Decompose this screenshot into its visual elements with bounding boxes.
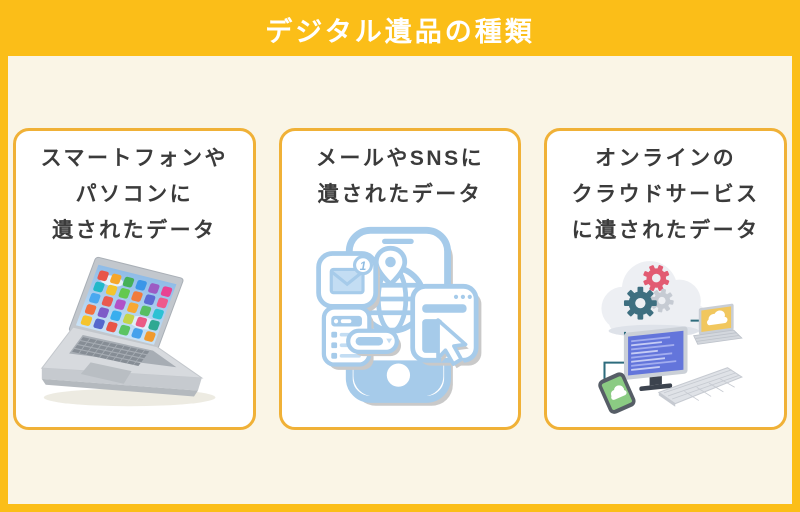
laptop-screen xyxy=(69,256,184,353)
laptop-trackpad xyxy=(81,362,132,384)
cloud-network-illustration xyxy=(597,261,743,414)
smartphone-icon xyxy=(597,372,636,414)
card-title: オンラインの クラウドサービス に遺されたデータ xyxy=(571,147,760,242)
cursor-icon xyxy=(436,318,469,369)
phone-speaker xyxy=(382,238,414,245)
badge-count: 1 xyxy=(360,260,366,273)
notification-badge xyxy=(352,255,374,276)
card-smartphone-pc-data: スマートフォンや パソコンに 遺されたデータ xyxy=(13,128,256,430)
laptop-base xyxy=(41,326,204,397)
laptop-icon xyxy=(692,303,743,345)
app-icon-grid xyxy=(81,270,173,342)
card-title: メールやSNSに 遺されたデータ xyxy=(315,147,485,206)
monitor-icon xyxy=(623,326,688,392)
home-button xyxy=(386,363,411,387)
email-icon: 1 xyxy=(316,251,380,312)
smartphone-apps-illustration: 1 xyxy=(316,226,482,406)
gear-icon-pink xyxy=(642,265,669,292)
card-title: スマートフォンや パソコンに 遺されたデータ xyxy=(40,147,229,242)
laptop-photo xyxy=(41,256,216,407)
keyboard-icon xyxy=(657,367,743,407)
card-mail-sns-data: メールやSNSに 遺されたデータ xyxy=(278,128,522,430)
header-bar: デジタル遺品の種類 xyxy=(8,8,792,56)
cards-row: スマートフォンや パソコンに 遺されたデータ xyxy=(8,128,792,430)
card-cloud-service-data: オンラインの クラウドサービス に遺されたデータ xyxy=(544,128,788,430)
search-bar-icon xyxy=(346,328,402,357)
page-title: デジタル遺品の種類 xyxy=(265,16,535,47)
location-pin-icon xyxy=(373,245,408,288)
gear-icon-teal xyxy=(623,286,657,320)
gear-icon-gray xyxy=(649,288,674,313)
